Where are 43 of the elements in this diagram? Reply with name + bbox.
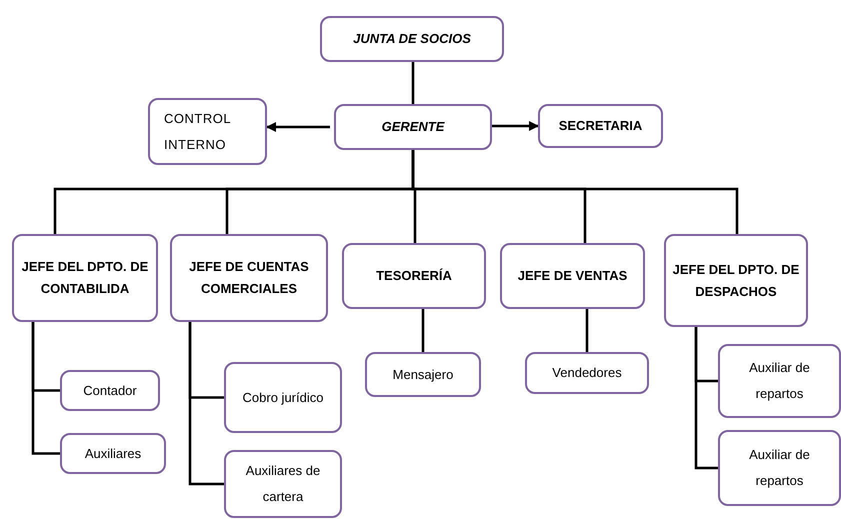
position-title: JEFE DE VENTAS bbox=[518, 267, 628, 285]
connector-line bbox=[586, 309, 588, 352]
connector-line bbox=[694, 327, 718, 470]
position-box bbox=[170, 234, 328, 322]
position-box bbox=[525, 352, 649, 394]
position-box bbox=[664, 234, 808, 327]
position-box bbox=[334, 104, 492, 150]
connector-line bbox=[188, 322, 224, 486]
connector-line bbox=[32, 322, 60, 455]
position-title: Mensajero bbox=[392, 366, 454, 384]
position-title: Auxiliares de cartera bbox=[244, 462, 322, 506]
position-box bbox=[718, 344, 841, 418]
position-box bbox=[224, 450, 342, 518]
position-box bbox=[538, 104, 663, 148]
arrow bbox=[492, 121, 539, 131]
position-box bbox=[224, 362, 342, 433]
position-box bbox=[60, 370, 160, 411]
position-title: JUNTA DE SOCIOS bbox=[353, 30, 471, 48]
position-title: Vendedores bbox=[552, 364, 622, 382]
connector-line bbox=[422, 309, 424, 352]
position-box bbox=[60, 433, 166, 474]
position-title: Auxiliar de repartos bbox=[748, 359, 811, 403]
position-title: Cobro jurídico bbox=[242, 388, 324, 407]
position-box bbox=[342, 243, 486, 309]
position-title: Auxiliares bbox=[84, 444, 142, 462]
connector-line bbox=[412, 150, 738, 234]
position-title: JEFE DEL DPTO. DE CONTABILIDA bbox=[20, 258, 150, 298]
position-box bbox=[500, 243, 645, 309]
position-title: JEFE DE CUENTAS COMERCIALES bbox=[188, 258, 310, 298]
position-box bbox=[148, 98, 267, 165]
position-title: SECRETARIA bbox=[558, 117, 642, 135]
position-title: Contador bbox=[83, 382, 137, 400]
position-box bbox=[365, 352, 481, 397]
position-box bbox=[718, 430, 841, 506]
position-box bbox=[12, 234, 158, 322]
position-box bbox=[320, 16, 504, 62]
connector-line bbox=[412, 62, 414, 104]
arrow bbox=[266, 122, 330, 132]
position-title: GERENTE bbox=[382, 118, 444, 136]
position-title: JEFE DEL DPTO. DE DESPACHOS bbox=[672, 260, 800, 300]
position-title: Auxiliar de repartos bbox=[748, 446, 811, 490]
position-title: CONTROL INTERNO bbox=[164, 110, 232, 154]
position-title: TESORERÍA bbox=[376, 267, 452, 285]
